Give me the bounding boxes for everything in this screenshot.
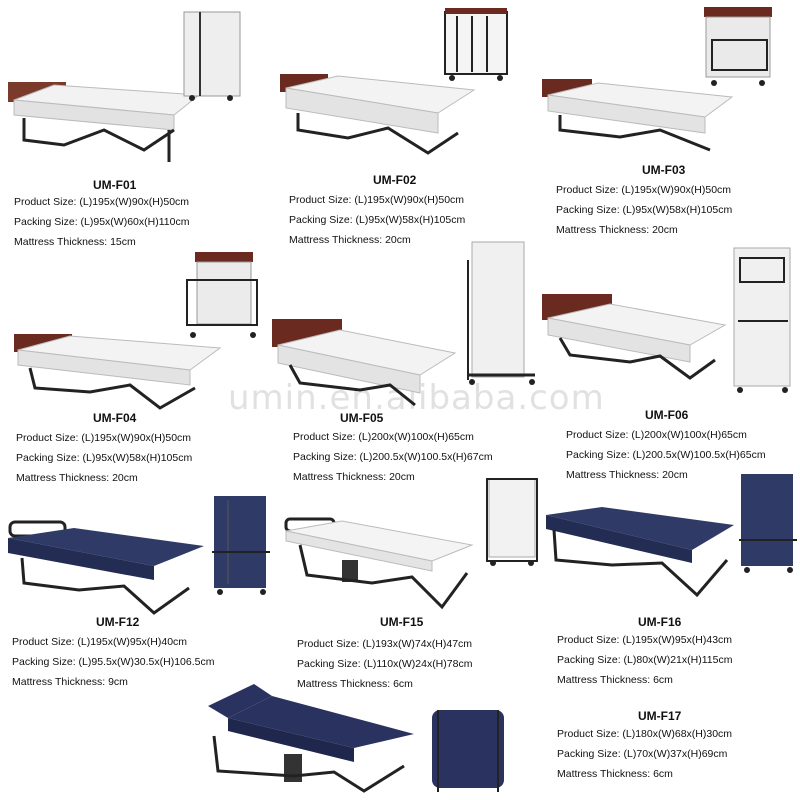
folded-bed-image-um-f03: [702, 5, 777, 90]
model-label: UM-F12: [96, 615, 140, 629]
mattress-thickness: Mattress Thickness: 6cm: [297, 678, 413, 690]
folded-bed-image-um-f12: [208, 492, 273, 602]
packing-size: Packing Size: (L)110x(W)24x(H)78cm: [297, 658, 473, 670]
bed-image-um-f12: [4, 518, 209, 618]
bed-image-um-f15: [282, 515, 482, 615]
bed-image-um-f16: [542, 505, 742, 605]
model-label: UM-F15: [380, 615, 424, 629]
packing-size: Packing Size: (L)70x(W)37x(H)69cm: [557, 748, 728, 760]
product-card-um-f15: UM-F15 Product Size: (L)193x(W)74x(H)47c…: [280, 470, 540, 700]
product-card-um-f17-bed: [190, 670, 520, 800]
folded-bed-image-um-f15: [485, 475, 540, 570]
product-size: Product Size: (L)180x(W)68x(H)30cm: [557, 728, 733, 740]
mattress-thickness: Mattress Thickness: 20cm: [293, 471, 415, 483]
spec-list: Product Size: (L)195x(W)90x(H)50cm Packi…: [14, 192, 189, 252]
packing-size: Packing Size: (L)95x(W)58x(H)105cm: [16, 452, 193, 464]
mattress-thickness: Mattress Thickness: 20cm: [556, 224, 678, 236]
bed-image-um-f04: [10, 330, 230, 415]
model-label: UM-F01: [93, 178, 137, 192]
product-card-um-f03: UM-F03 Product Size: (L)195x(W)90x(H)50c…: [540, 0, 800, 250]
bed-image-um-f17: [194, 676, 419, 796]
spec-list: Product Size: (L)195x(W)95x(H)43cm Packi…: [557, 630, 732, 690]
product-card-um-f16: UM-F16 Product Size: (L)195x(W)95x(H)43c…: [540, 470, 800, 700]
product-card-um-f05: UM-F05 Product Size: (L)200x(W)100x(H)65…: [270, 240, 540, 490]
product-size: Product Size: (L)195x(W)95x(H)43cm: [557, 634, 733, 646]
product-size: Product Size: (L)195x(W)90x(H)50cm: [556, 184, 732, 196]
mattress-thickness: Mattress Thickness: 6cm: [557, 674, 673, 686]
folded-bed-image-um-f01: [180, 10, 245, 102]
bed-image-um-f01: [4, 70, 204, 170]
folded-bed-image-um-f06: [730, 246, 795, 396]
packing-size: Packing Size: (L)95x(W)58x(H)105cm: [556, 204, 733, 216]
product-size: Product Size: (L)200x(W)100x(H)65cm: [293, 431, 474, 443]
packing-size: Packing Size: (L)95.5x(W)30.5x(H)106.5cm: [12, 656, 215, 668]
spec-list: Product Size: (L)195x(W)90x(H)50cm Packi…: [289, 190, 465, 250]
spec-list: Product Size: (L)193x(W)74x(H)47cm Packi…: [297, 634, 472, 694]
product-card-um-f02: UM-F02 Product Size: (L)195x(W)90x(H)50c…: [270, 0, 540, 250]
mattress-thickness: Mattress Thickness: 20cm: [289, 234, 411, 246]
product-card-um-f17: UM-F17 Product Size: (L)180x(W)68x(H)30c…: [540, 700, 800, 800]
spec-list: Product Size: (L)195x(W)95x(H)40cm Packi…: [12, 632, 215, 692]
product-card-um-f06: UM-F06 Product Size: (L)200x(W)100x(H)65…: [540, 240, 800, 490]
product-card-um-f01: UM-F01 Product Size: (L)195x(W)90x(H)50c…: [0, 0, 270, 250]
packing-size: Packing Size: (L)200.5x(W)100.5x(H)65cm: [566, 449, 766, 461]
spec-list: Product Size: (L)180x(W)68x(H)30cm Packi…: [557, 724, 732, 784]
product-size: Product Size: (L)195x(W)90x(H)50cm: [289, 194, 465, 206]
product-card-um-f04: UM-F04 Product Size: (L)195x(W)90x(H)50c…: [0, 250, 270, 500]
packing-size: Packing Size: (L)95x(W)58x(H)105cm: [289, 214, 466, 226]
packing-size: Packing Size: (L)80x(W)21x(H)115cm: [557, 654, 733, 666]
mattress-thickness: Mattress Thickness: 20cm: [566, 469, 688, 481]
model-label: UM-F05: [340, 411, 384, 425]
model-label: UM-F06: [645, 408, 689, 422]
spec-list: Product Size: (L)200x(W)100x(H)65cm Pack…: [293, 427, 493, 487]
model-label: UM-F02: [373, 173, 417, 187]
folded-bed-image-um-f04: [183, 250, 263, 345]
product-size: Product Size: (L)195x(W)90x(H)50cm: [14, 196, 190, 208]
mattress-thickness: Mattress Thickness: 6cm: [557, 768, 673, 780]
spec-list: Product Size: (L)195x(W)90x(H)50cm Packi…: [16, 428, 192, 488]
mattress-thickness: Mattress Thickness: 15cm: [14, 236, 136, 248]
product-size: Product Size: (L)195x(W)90x(H)50cm: [16, 432, 192, 444]
mattress-thickness: Mattress Thickness: 20cm: [16, 472, 138, 484]
product-card-um-f12: UM-F12 Product Size: (L)195x(W)95x(H)40c…: [0, 490, 280, 700]
bed-image-um-f06: [540, 290, 730, 390]
mattress-thickness: Mattress Thickness: 9cm: [12, 676, 128, 688]
product-size: Product Size: (L)193x(W)74x(H)47cm: [297, 638, 473, 650]
folded-bed-image-um-f05: [460, 240, 540, 390]
folded-bed-image-um-f16: [735, 470, 800, 580]
folded-bed-image-um-f02: [442, 6, 512, 84]
product-size: Product Size: (L)195x(W)95x(H)40cm: [12, 636, 188, 648]
model-label: UM-F04: [93, 411, 137, 425]
packing-size: Packing Size: (L)95x(W)60x(H)110cm: [14, 216, 190, 228]
packing-size: Packing Size: (L)200.5x(W)100.5x(H)67cm: [293, 451, 493, 463]
model-label: UM-F03: [642, 163, 686, 177]
folded-bed-image-um-f17: [428, 706, 508, 796]
spec-list: Product Size: (L)200x(W)100x(H)65cm Pack…: [566, 425, 766, 485]
bed-image-um-f02: [278, 68, 478, 168]
model-label: UM-F16: [638, 615, 682, 629]
spec-list: Product Size: (L)195x(W)90x(H)50cm Packi…: [556, 180, 732, 240]
bed-image-um-f03: [540, 75, 740, 165]
product-size: Product Size: (L)200x(W)100x(H)65cm: [566, 429, 747, 441]
model-label: UM-F17: [638, 709, 682, 723]
bed-image-um-f05: [270, 315, 460, 415]
